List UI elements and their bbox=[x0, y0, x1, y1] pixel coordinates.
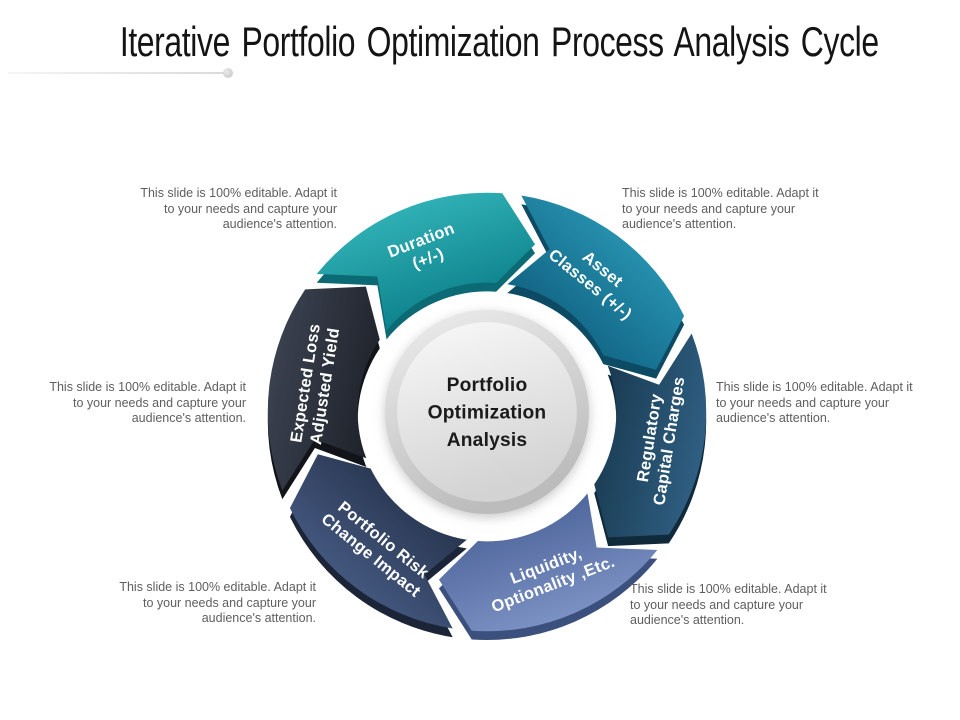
caption-line: to your needs and capture your bbox=[716, 395, 890, 410]
segment-liquidity bbox=[438, 493, 658, 632]
caption-line: This slide is 100% editable. Adapt it bbox=[630, 582, 827, 596]
caption-top-right: This slide is 100% editable. Adapt it to… bbox=[622, 186, 837, 233]
caption-line: to your needs and capture your bbox=[163, 201, 337, 216]
caption-line: This slide is 100% editable. Adapt it bbox=[716, 380, 913, 394]
caption-line: This slide is 100% editable. Adapt it bbox=[119, 580, 316, 594]
title-underline-dot bbox=[223, 68, 233, 78]
caption-line: to your needs and capture your bbox=[72, 395, 246, 410]
caption-line: audience's attention. bbox=[622, 217, 737, 232]
segment-asset-classes bbox=[507, 195, 685, 370]
caption-middle-right: This slide is 100% editable. Adapt it to… bbox=[716, 380, 931, 427]
caption-bottom-left: This slide is 100% editable. Adapt it to… bbox=[101, 580, 316, 627]
title-underline bbox=[8, 72, 230, 74]
caption-bottom-right: This slide is 100% editable. Adapt it to… bbox=[630, 582, 845, 629]
caption-top-left: This slide is 100% editable. Adapt it to… bbox=[122, 186, 337, 233]
caption-line: to your needs and capture your bbox=[622, 201, 796, 216]
caption-line: This slide is 100% editable. Adapt it bbox=[49, 380, 246, 394]
center-label: Portfolio Optimization Analysis bbox=[428, 375, 547, 451]
segment-duration bbox=[316, 192, 536, 331]
segment-expected-loss bbox=[267, 286, 380, 491]
caption-line: audience's attention. bbox=[222, 217, 337, 232]
caption-line: audience's attention. bbox=[716, 411, 831, 426]
svg-text:Optimization: Optimization bbox=[428, 403, 547, 424]
page-title: Iterative Portfolio Optimization Process… bbox=[119, 18, 879, 65]
svg-text:Portfolio: Portfolio bbox=[447, 375, 528, 396]
caption-line: This slide is 100% editable. Adapt it bbox=[140, 186, 337, 200]
caption-line: audience's attention. bbox=[131, 411, 246, 426]
caption-line: audience's attention. bbox=[201, 611, 316, 626]
page-title-wrap: Iterative Portfolio Optimization Process… bbox=[0, 18, 960, 66]
caption-line: audience's attention. bbox=[630, 613, 745, 628]
center-circle bbox=[397, 322, 577, 502]
caption-line: to your needs and capture your bbox=[630, 597, 804, 612]
caption-line: to your needs and capture your bbox=[142, 595, 316, 610]
segment-portfolio-risk bbox=[289, 454, 467, 629]
svg-text:Analysis: Analysis bbox=[447, 430, 528, 451]
caption-line: This slide is 100% editable. Adapt it bbox=[622, 186, 819, 200]
caption-middle-left: This slide is 100% editable. Adapt it to… bbox=[31, 380, 246, 427]
cycle-diagram: Duration (+/-) Asset Classes (+/-) Regul… bbox=[267, 192, 707, 641]
segment-regulatory bbox=[594, 333, 707, 538]
